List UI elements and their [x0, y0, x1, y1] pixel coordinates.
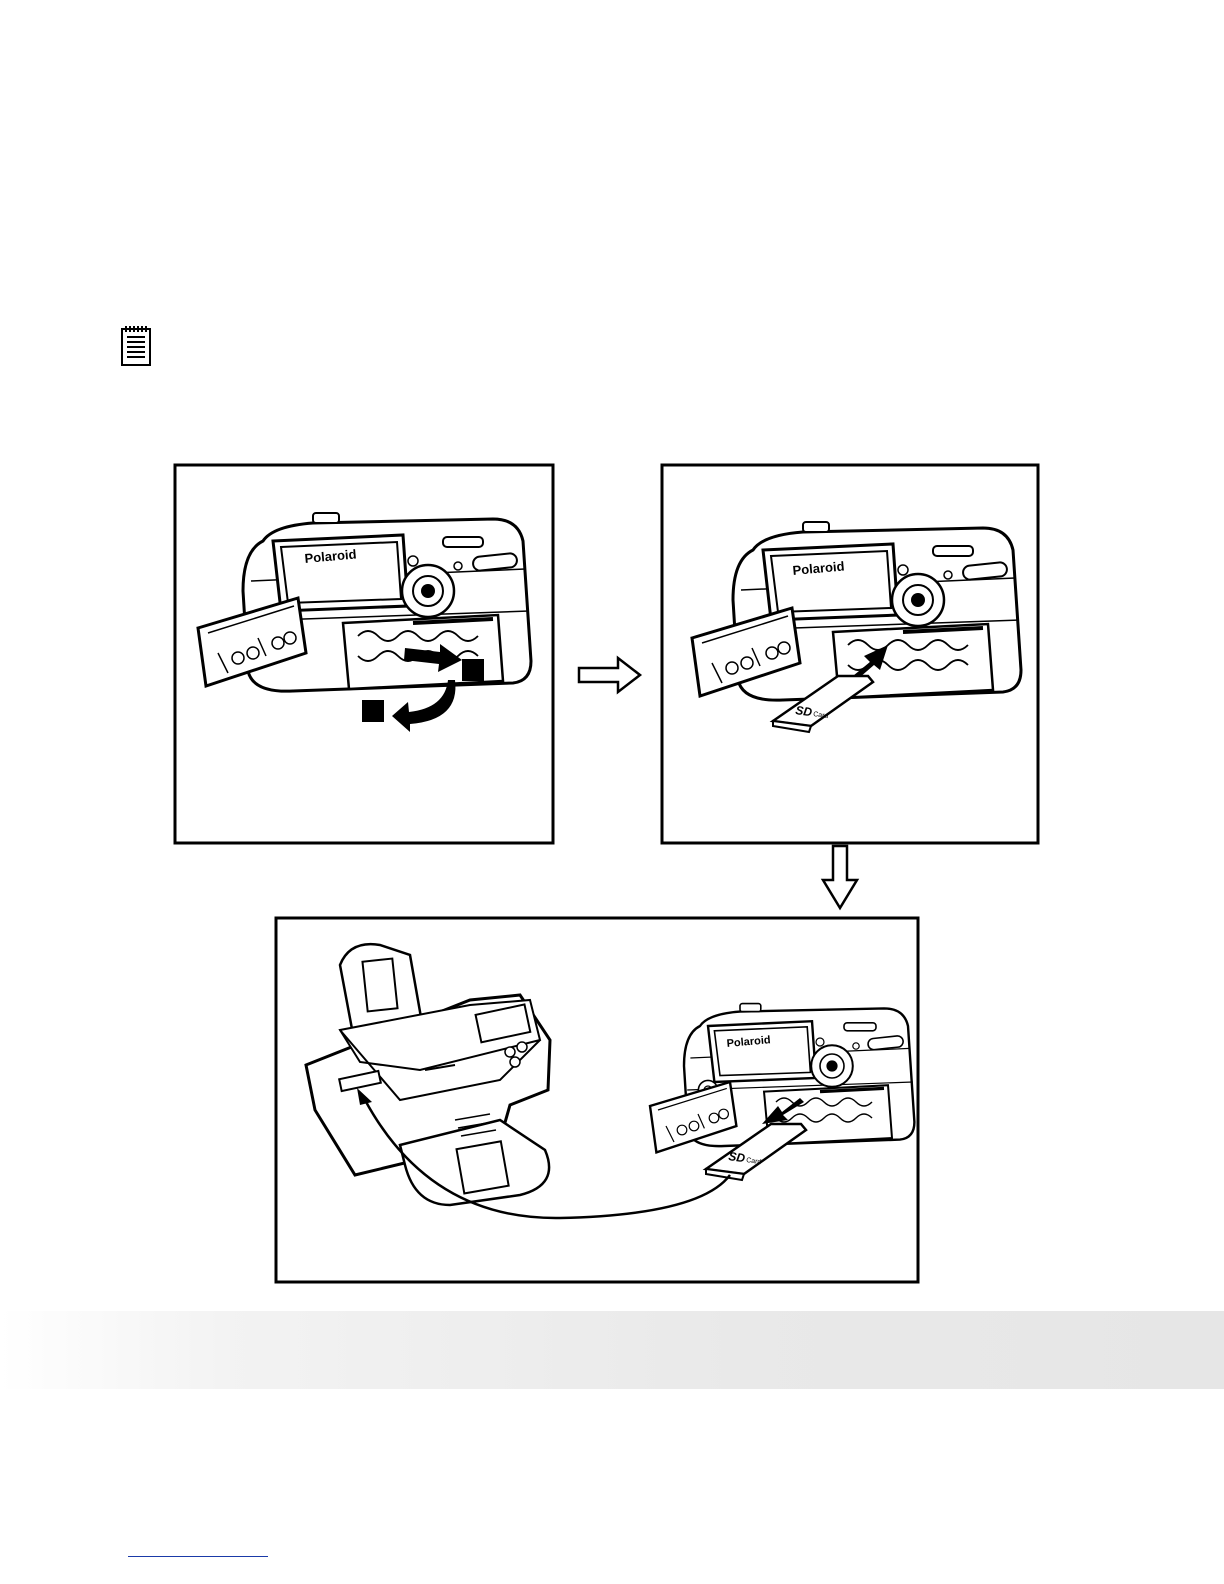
hollow-arrow-down-icon — [823, 846, 857, 908]
step-marker-1 — [462, 659, 484, 681]
step-marker-2 — [362, 700, 384, 722]
camera-illustration — [733, 522, 1021, 700]
sd-card-label: SD — [795, 703, 814, 719]
footer-rule — [128, 1556, 268, 1557]
sd-card-label: SD — [728, 1149, 747, 1165]
gray-band — [0, 1311, 1224, 1389]
hollow-arrow-right-icon — [579, 658, 640, 692]
